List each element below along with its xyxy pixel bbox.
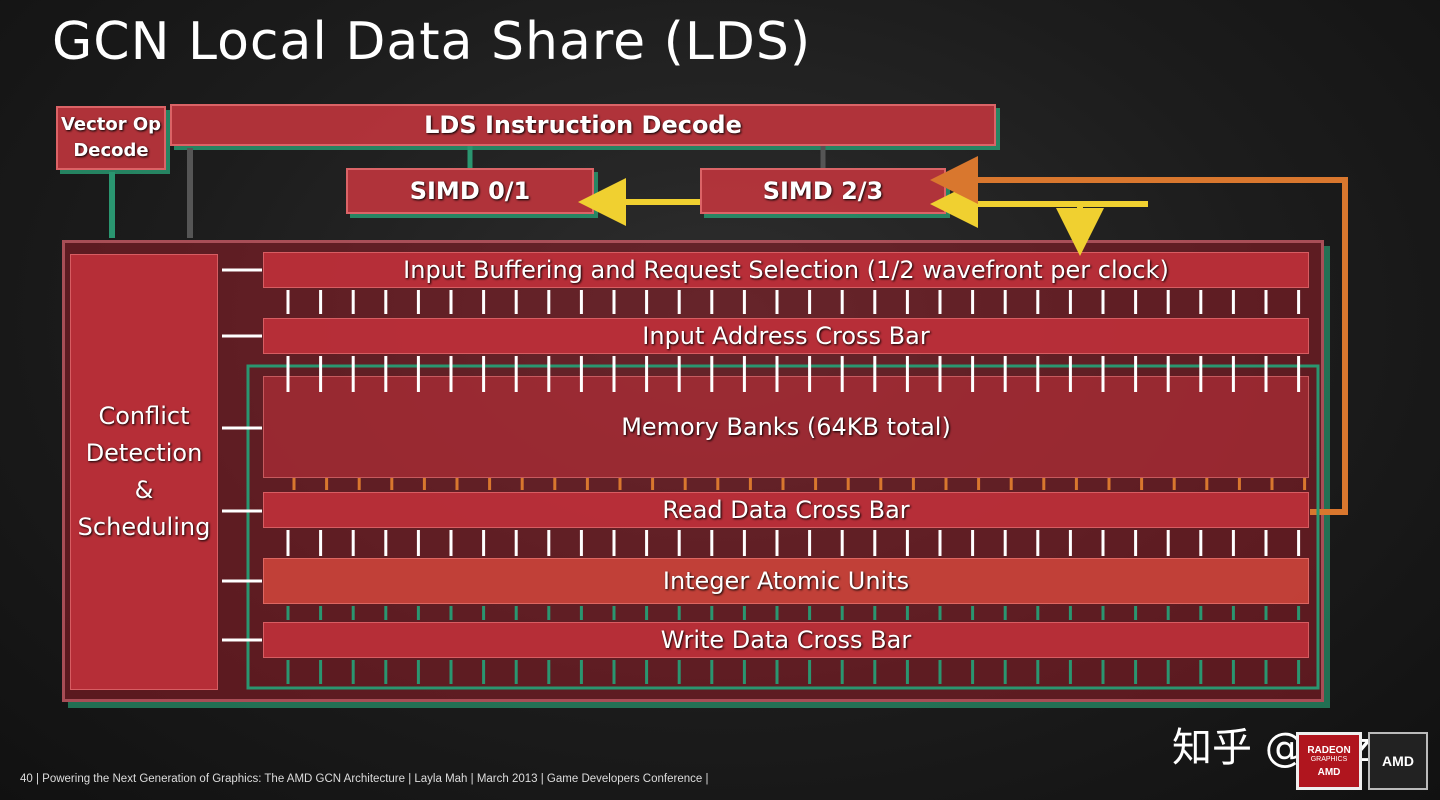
simd-01-label: SIMD 0/1 — [409, 177, 531, 205]
amd-logo-text: AMD — [1382, 753, 1414, 769]
integer-atomic-units-band: Integer Atomic Units — [263, 558, 1309, 604]
conflict-line1: Conflict — [98, 402, 190, 430]
input-address-label: Input Address Cross Bar — [642, 322, 930, 350]
conflict-line2: Detection — [85, 439, 203, 467]
conflict-line3: & — [134, 476, 154, 504]
lane-arrows — [286, 290, 1307, 684]
conflict-detection-scheduling-box: Conflict Detection & Scheduling — [70, 254, 218, 690]
lds-instruction-decode-label: LDS Instruction Decode — [424, 111, 742, 139]
vector-op-decode-line2: Decode — [73, 140, 149, 161]
simd-23-label: SIMD 2/3 — [762, 177, 884, 205]
scheduler-double-arrows — [222, 268, 262, 642]
slide-footer: 40 | Powering the Next Generation of Gra… — [20, 773, 709, 785]
radeon-logo-line2: GRAPHICS — [1310, 755, 1348, 763]
vector-op-decode-line1: Vector Op — [60, 114, 162, 135]
lds-instruction-decode-box: LDS Instruction Decode — [170, 104, 996, 146]
simd-01-box: SIMD 0/1 — [346, 168, 594, 214]
radeon-logo-line1: RADEON — [1307, 744, 1351, 756]
amd-logo: AMD — [1368, 732, 1428, 790]
conflict-line4: Scheduling — [77, 513, 211, 541]
memory-banks-band: Memory Banks (64KB total) — [263, 376, 1309, 478]
write-data-label: Write Data Cross Bar — [660, 626, 912, 654]
read-data-return-arrow — [930, 156, 1348, 515]
read-data-crossbar-band: Read Data Cross Bar — [263, 492, 1309, 528]
input-buffering-label: Input Buffering and Request Selection (1… — [403, 256, 1169, 284]
write-data-crossbar-band: Write Data Cross Bar — [263, 622, 1309, 658]
memory-banks-label: Memory Banks (64KB total) — [621, 413, 951, 441]
radeon-graphics-logo: RADEON GRAPHICS AMD — [1296, 732, 1362, 790]
integer-atomic-label: Integer Atomic Units — [662, 567, 910, 595]
vector-op-decode-box: Vector Op Decode — [56, 106, 166, 170]
input-address-crossbar-band: Input Address Cross Bar — [263, 318, 1309, 354]
read-data-label: Read Data Cross Bar — [662, 496, 910, 524]
slide-title: GCN Local Data Share (LDS) — [52, 12, 812, 72]
radeon-logo-line3: AMD — [1317, 766, 1341, 778]
input-buffering-band: Input Buffering and Request Selection (1… — [263, 252, 1309, 288]
